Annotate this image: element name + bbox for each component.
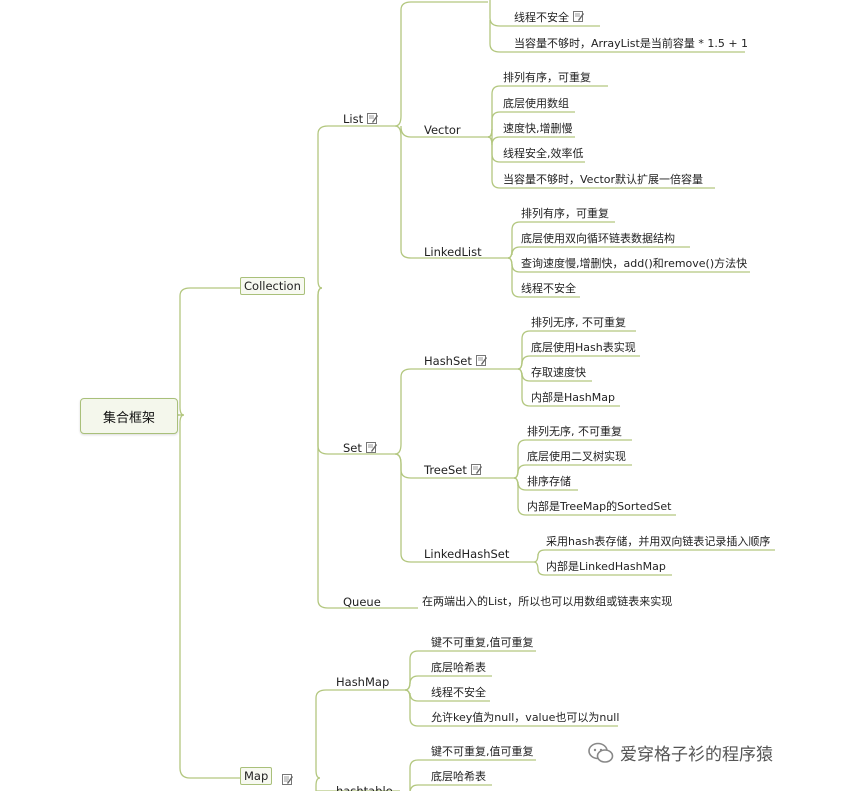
hashmap-node[interactable]: HashMap [336, 675, 390, 689]
vector-item[interactable]: 排列有序，可重复 [503, 71, 591, 84]
arraylist-item[interactable]: 线程不安全 [514, 11, 584, 25]
vector-item-line [487, 136, 715, 189]
hashtable-item-line [409, 784, 492, 791]
set-to-linkedhashset [394, 453, 534, 563]
collection-node[interactable]: Collection [240, 277, 305, 295]
linkedlist-item[interactable]: 查询速度慢,增删快，add()和remove()方法快 [521, 257, 748, 270]
hashtable-item[interactable]: 底层哈希表 [431, 770, 486, 783]
hashset-item[interactable]: 存取速度快 [531, 366, 586, 379]
hashmap-item-line [404, 675, 492, 691]
hashset-item-line [517, 368, 620, 407]
map-node[interactable]: Map [240, 767, 273, 785]
linkedhashset-item[interactable]: 采用hash表存储，并用双向链表记录插入顺序 [546, 535, 771, 548]
hashset-item[interactable]: 底层使用Hash表实现 [531, 341, 636, 354]
root-to-collection [176, 287, 240, 416]
hashset-item[interactable]: 排列无序, 不可重复 [531, 316, 626, 329]
queue-description[interactable]: 在两端出入的List，所以也可以用数组或链表来实现 [422, 595, 673, 608]
treeset-item[interactable]: 内部是TreeMap的SortedSet [527, 500, 672, 513]
hashtable-node[interactable]: hashtable [336, 784, 393, 791]
watermark: 爱穿格子衫的程序猿 [588, 740, 773, 765]
arraylist-item[interactable]: 当容量不够时，ArrayList是当前容量 * 1.5 + 1 [514, 37, 749, 50]
linkedhashset-item-line [533, 561, 672, 576]
collection-to-list [317, 125, 395, 289]
list-to-vector [400, 126, 488, 138]
queue-node[interactable]: Queue [343, 595, 381, 609]
vector-item[interactable]: 速度快,增删慢 [503, 122, 573, 135]
collection-to-queue [317, 287, 418, 609]
treeset-item[interactable]: 底层使用二叉树实现 [527, 450, 626, 463]
linkedhashset-node[interactable]: LinkedHashSet [424, 547, 510, 561]
treeset-item-line [513, 477, 676, 516]
list-node[interactable]: List [343, 112, 379, 126]
list-to-linkedlist [394, 125, 508, 259]
hashset-item-line [517, 355, 640, 370]
hashmap-item-line [404, 689, 618, 727]
hashmap-item[interactable]: 允许key值为null，value也可以为null [431, 711, 620, 724]
set-to-hashset [394, 368, 518, 455]
list-label: List [343, 112, 364, 126]
hashset-item[interactable]: 内部是HashMap [531, 391, 615, 404]
linkedlist-item-line [507, 257, 580, 298]
root-node[interactable]: 集合框架 [80, 398, 178, 434]
set-label: Set [343, 441, 362, 455]
list-to-arraylist [394, 1, 488, 127]
linkedlist-item[interactable]: 底层使用双向循环链表数据结构 [521, 232, 675, 245]
hashmap-item[interactable]: 底层哈希表 [431, 661, 486, 674]
note-icon [365, 442, 377, 453]
vector-item[interactable]: 当容量不够时，Vector默认扩展一倍容量 [503, 173, 704, 186]
arraylist-item-line [489, 0, 600, 27]
map-to-hashmap [315, 689, 405, 779]
note-icon [573, 11, 584, 22]
linkedlist-item-line [507, 246, 690, 259]
wechat-icon [588, 742, 614, 763]
treeset-item[interactable]: 排序存储 [527, 475, 571, 488]
set-node[interactable]: Set [343, 441, 377, 455]
arraylist-item-line [489, 20, 745, 53]
note-icon [278, 769, 293, 788]
root-to-map [176, 414, 240, 779]
hashtable-item-line [409, 759, 536, 790]
hashset-label: HashSet [424, 354, 472, 368]
hashmap-item[interactable]: 线程不安全 [431, 686, 486, 699]
hashtable-item[interactable]: 键不可重复,值可重复 [431, 745, 534, 758]
hashmap-item[interactable]: 键不可重复,值可重复 [431, 636, 534, 649]
vector-item[interactable]: 底层使用数组 [503, 97, 569, 110]
linkedlist-item[interactable]: 排列有序，可重复 [521, 207, 609, 220]
treeset-item[interactable]: 排列无序, 不可重复 [527, 425, 622, 438]
watermark-text: 爱穿格子衫的程序猿 [620, 745, 773, 765]
collection-to-set [317, 287, 395, 455]
map-label: Map [244, 769, 269, 783]
treeset-label: TreeSet [424, 463, 467, 477]
treeset-item-line [513, 464, 632, 479]
map-to-hashtable [315, 777, 321, 791]
linkedlist-item[interactable]: 线程不安全 [521, 282, 576, 295]
linkedhashset-item[interactable]: 内部是LinkedHashMap [546, 560, 666, 573]
hashset-node[interactable]: HashSet [424, 354, 487, 368]
treeset-node[interactable]: TreeSet [424, 463, 482, 477]
vector-node[interactable]: Vector [424, 123, 461, 137]
linkedhashset-item-line [533, 549, 775, 563]
arraylist-item-text: 线程不安全 [514, 11, 569, 24]
vector-item[interactable]: 线程安全,效率低 [503, 147, 584, 160]
note-icon [475, 355, 487, 366]
linkedlist-node[interactable]: LinkedList [424, 245, 482, 259]
note-icon [367, 113, 379, 124]
note-icon [470, 464, 482, 475]
